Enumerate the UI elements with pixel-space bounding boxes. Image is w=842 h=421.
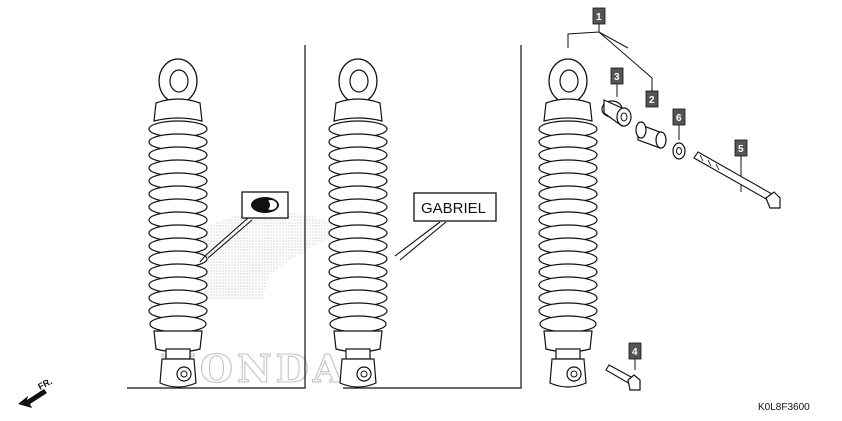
shock-absorber-left <box>148 58 208 388</box>
callout-4-label: 4 <box>632 347 638 358</box>
panel-dividers <box>127 45 522 389</box>
drawing-code: K0L8F3600 <box>758 402 810 413</box>
callout-5: 5 <box>734 139 748 157</box>
callout-5-label: 5 <box>738 144 744 155</box>
front-arrow-icon <box>18 389 47 408</box>
gabriel-callout: GABRIEL <box>394 192 497 261</box>
shock-absorber-middle <box>328 58 388 388</box>
front-direction-indicator: FR. <box>18 376 54 408</box>
callout-2-label: 2 <box>649 95 655 106</box>
part-6-washer <box>672 142 686 160</box>
callout-6: 6 <box>672 108 686 126</box>
brand-logo-callout <box>199 191 289 263</box>
callout-1-label: 1 <box>596 12 602 23</box>
callout-3-label: 3 <box>614 72 620 83</box>
part-4-bolt <box>605 364 641 391</box>
part-3-bushing <box>601 99 632 127</box>
callout-3: 3 <box>610 67 624 85</box>
callout-6-label: 6 <box>676 113 682 124</box>
shock-absorber-right <box>538 58 598 388</box>
part-2-collar <box>635 121 667 149</box>
part-5-bolt <box>693 151 781 209</box>
front-label: FR. <box>36 376 53 392</box>
callout-1: 1 <box>592 7 606 25</box>
gabriel-label: GABRIEL <box>421 200 486 217</box>
callout-4: 4 <box>628 342 642 360</box>
callout-2: 2 <box>645 90 659 108</box>
